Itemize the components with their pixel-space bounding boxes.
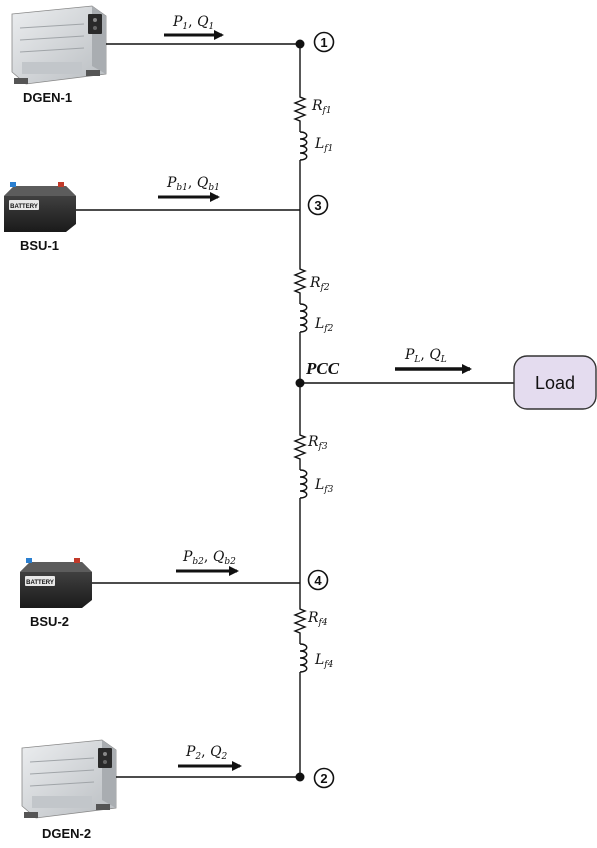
battery-icon: BATTERY bbox=[20, 558, 92, 608]
svg-text:1: 1 bbox=[320, 35, 327, 50]
bus-dot-1 bbox=[295, 39, 305, 49]
svg-text:2: 2 bbox=[320, 771, 327, 786]
load-label: Load bbox=[535, 373, 575, 393]
resistor-label: Rf3 bbox=[307, 434, 328, 452]
line-impedance-4: Rf4 Lf4 bbox=[293, 606, 334, 673]
load-box: Load bbox=[513, 355, 597, 410]
flow-label-dgen-2: P2, Q2 bbox=[185, 744, 228, 762]
battery-bsu-2: BATTERY BSU-2 bbox=[20, 558, 92, 629]
source-label: DGEN-2 bbox=[42, 826, 91, 841]
pcc-label: PCC bbox=[305, 359, 340, 378]
resistor-label: Rf2 bbox=[309, 275, 330, 293]
flow-p-subscript: 1 bbox=[182, 22, 188, 32]
source-label: DGEN-1 bbox=[23, 90, 72, 105]
flow-q-symbol: Q bbox=[197, 14, 209, 30]
inductor-symbol bbox=[299, 303, 308, 333]
flow-q-subscript: 1 bbox=[209, 22, 215, 32]
inductor-label: Lf2 bbox=[314, 316, 334, 334]
generator-dgen-2: DGEN-2 bbox=[21, 739, 117, 841]
line-impedance-1: Rf1 Lf1 bbox=[293, 94, 333, 161]
flow-label-load: PL, QL bbox=[404, 347, 447, 365]
flow-label-bsu-1: Pb1, Qb1 bbox=[166, 175, 220, 193]
source-label: BSU-2 bbox=[30, 614, 69, 629]
line-impedance-3: Rf3 Lf3 bbox=[293, 432, 334, 499]
bus-number-4: 4 bbox=[307, 569, 329, 591]
line-impedance-2: Rf2 Lf2 bbox=[293, 266, 334, 334]
flow-label-dgen-1: P1, Q1 bbox=[172, 14, 214, 32]
bus-number-2: 2 bbox=[313, 767, 335, 789]
battery-sticker-text: BATTERY bbox=[26, 580, 54, 586]
resistor-symbol bbox=[293, 94, 307, 124]
source-label: BSU-1 bbox=[20, 238, 59, 253]
resistor-symbol bbox=[293, 432, 307, 462]
generator-dgen-1: DGEN-1 bbox=[11, 5, 107, 105]
battery-bsu-1: BATTERY BSU-1 bbox=[4, 182, 76, 253]
bus-number-1: 1 bbox=[313, 31, 335, 53]
bus-dot-2 bbox=[295, 772, 305, 782]
bus-number-3: 3 bbox=[307, 194, 329, 216]
resistor-symbol bbox=[293, 606, 307, 636]
inductor-label: Lf1 bbox=[314, 136, 333, 154]
battery-icon: BATTERY bbox=[4, 182, 76, 232]
inductor-symbol bbox=[299, 131, 308, 161]
svg-text:3: 3 bbox=[314, 198, 321, 213]
resistor-label: Rf4 bbox=[307, 610, 328, 628]
svg-text:4: 4 bbox=[314, 573, 322, 588]
inductor-label: Lf4 bbox=[314, 652, 334, 670]
generator-icon bbox=[11, 5, 107, 85]
inductor-symbol bbox=[299, 469, 308, 499]
flow-p-symbol: P bbox=[172, 14, 183, 30]
generator-icon bbox=[21, 739, 117, 819]
resistor-label: Rf1 bbox=[311, 98, 332, 116]
battery-sticker-text: BATTERY bbox=[10, 204, 38, 210]
inductor-symbol bbox=[299, 643, 308, 673]
resistor-symbol bbox=[293, 266, 307, 296]
inductor-label: Lf3 bbox=[314, 477, 334, 495]
flow-label-bsu-2: Pb2, Qb2 bbox=[182, 549, 236, 567]
